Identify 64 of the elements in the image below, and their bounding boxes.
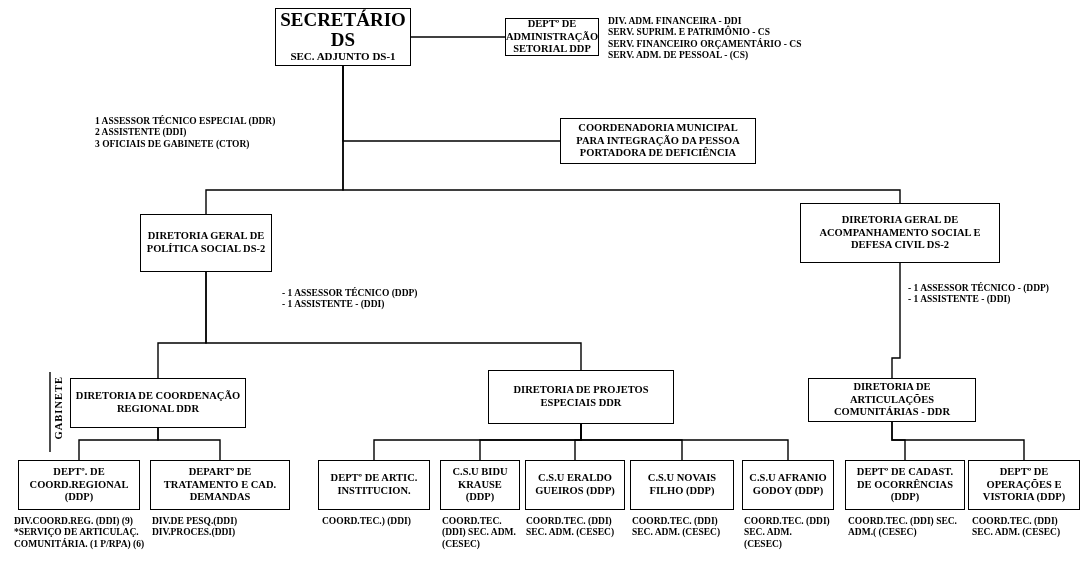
org-box (275, 8, 411, 66)
connector-line (891, 421, 1025, 461)
box-title: C.S.U AFRANIO GODOY (DDP) (748, 472, 828, 498)
staff-note: COORD.TEC.) (DDI) (322, 516, 412, 528)
org-box (968, 460, 1080, 510)
staff-note: - 1 ASSISTENTE - (DDI) (282, 299, 386, 311)
staff-note: COORD.TEC. (DDI) SEC. ADM. (CESEC) (442, 516, 517, 551)
connector-line (891, 262, 901, 379)
staff-note: DIV.DE PESQ.(DDI) (152, 516, 239, 528)
staff-note: COORD.TEC. (DDI) SEC. ADM. (CESEC) (632, 516, 722, 539)
staff-note: - 1 ASSESSOR TÉCNICO (DDP) (282, 288, 419, 300)
connector-line (205, 271, 582, 371)
box-title: DIRETORIA DE PROJETOS ESPECIAIS DDR (512, 384, 650, 410)
org-box (630, 460, 734, 510)
box-title: DIRETORIA DE ARTICULAÇÕES COMUNITÁRIAS - DDR (832, 381, 952, 419)
staff-note: COORD.TEC. (DDI) SEC. ADM. (CESEC) (744, 516, 831, 551)
connector-line (410, 36, 506, 38)
org-box (488, 370, 674, 424)
box-title: C.S.U ERALDO GUEIROS (DDP) (534, 472, 616, 498)
box-title: DEPTº DE ADMINISTRAÇÃO SETORIAL DDP (505, 18, 599, 56)
staff-note: COORD.TEC. (DDI) SEC. ADM. (CESEC) (972, 516, 1062, 539)
connector-line (157, 427, 221, 461)
connector-line (580, 423, 789, 461)
staff-note: *SERVIÇO DE ARTICULAÇ. COMUNITÁRIA. (1 P/RPA) (6) (14, 527, 146, 551)
org-box (560, 118, 756, 164)
org-box (525, 460, 625, 510)
org-box (318, 460, 430, 510)
box-title: COORDENADORIA MUNICIPAL PARA INTEGRAÇÃO DA PESSOA PORTADORA DE DEFICIÊNCIA (575, 122, 741, 160)
box-title: SECRETÁRIO DS (279, 10, 407, 51)
box-title: DIRETORIA GERAL DE ACOMPANHAMENTO SOCIAL E DEFESA CIVIL DS-2 (818, 214, 982, 252)
box-title: C.S.U BIDU KRAUSE (DDP) (451, 466, 509, 504)
box-title: DEPTº DE OPERAÇÕES E VISTORIA (DDP) (981, 466, 1067, 504)
org-box (18, 460, 140, 510)
staff-note: 2 ASSISTENTE (DDI) (95, 127, 188, 139)
org-box (70, 378, 246, 428)
box-title: DEPARTº DE TRATAMENTO E CAD. DEMANDAS (162, 466, 278, 504)
box-title: DIRETORIA GERAL DE POLÍTICA SOCIAL DS-2 (145, 230, 267, 256)
connector-line (342, 65, 901, 204)
box-title: DEPTº DE CADAST. DE OCORRÊNCIAS (DDP) (855, 466, 955, 504)
org-box (150, 460, 290, 510)
org-box (808, 378, 976, 422)
staff-note: DIV. ADM. FINANCEIRA - DDI (608, 16, 743, 26)
staff-note: 1 ASSESSOR TÉCNICO ESPECIAL (DDR) (95, 116, 277, 128)
staff-note: COORD.TEC. (DDI) SEC. ADM. (CESEC) (526, 516, 616, 539)
staff-note: SERV. ADM. DE PESSOAL - (CS) (608, 50, 750, 62)
box-title: C.S.U NOVAIS FILHO (DDP) (646, 472, 718, 498)
side-label: GABINETE (53, 376, 64, 440)
staff-note: - 1 ASSISTENTE - (DDI) (908, 294, 1012, 306)
org-box (800, 203, 1000, 263)
staff-note: SERV. FINANCEIRO ORÇAMENTÁRIO - CS (608, 38, 803, 51)
box-subtitle: SEC. ADJUNTO DS-1 (290, 50, 396, 64)
box-title: DIRETORIA DE COORDENAÇÃO REGIONAL DDR (74, 390, 242, 416)
staff-note: DIV.COORD.REG. (DDI) (9) (14, 516, 134, 528)
org-box (140, 214, 272, 272)
org-box (845, 460, 965, 510)
org-box (742, 460, 834, 510)
staff-note: - 1 ASSESSOR TÉCNICO - (DDP) (908, 283, 1051, 295)
staff-note: 3 OFICIAIS DE GABINETE (CTOR) (95, 138, 251, 151)
staff-note: SERV. SUPRIM. E PATRIMÔNIO - CS (608, 27, 771, 38)
org-box (440, 460, 520, 510)
box-title: DEPTº DE ARTIC. INSTITUCION. (329, 472, 419, 498)
box-title: DEPTº. DE COORD.REGIONAL (DDP) (28, 466, 130, 504)
staff-note: DIV.PROCES.(DDI) (152, 527, 237, 539)
staff-note: COORD.TEC. (DDI) SEC. ADM.( (CESEC) (848, 516, 958, 539)
